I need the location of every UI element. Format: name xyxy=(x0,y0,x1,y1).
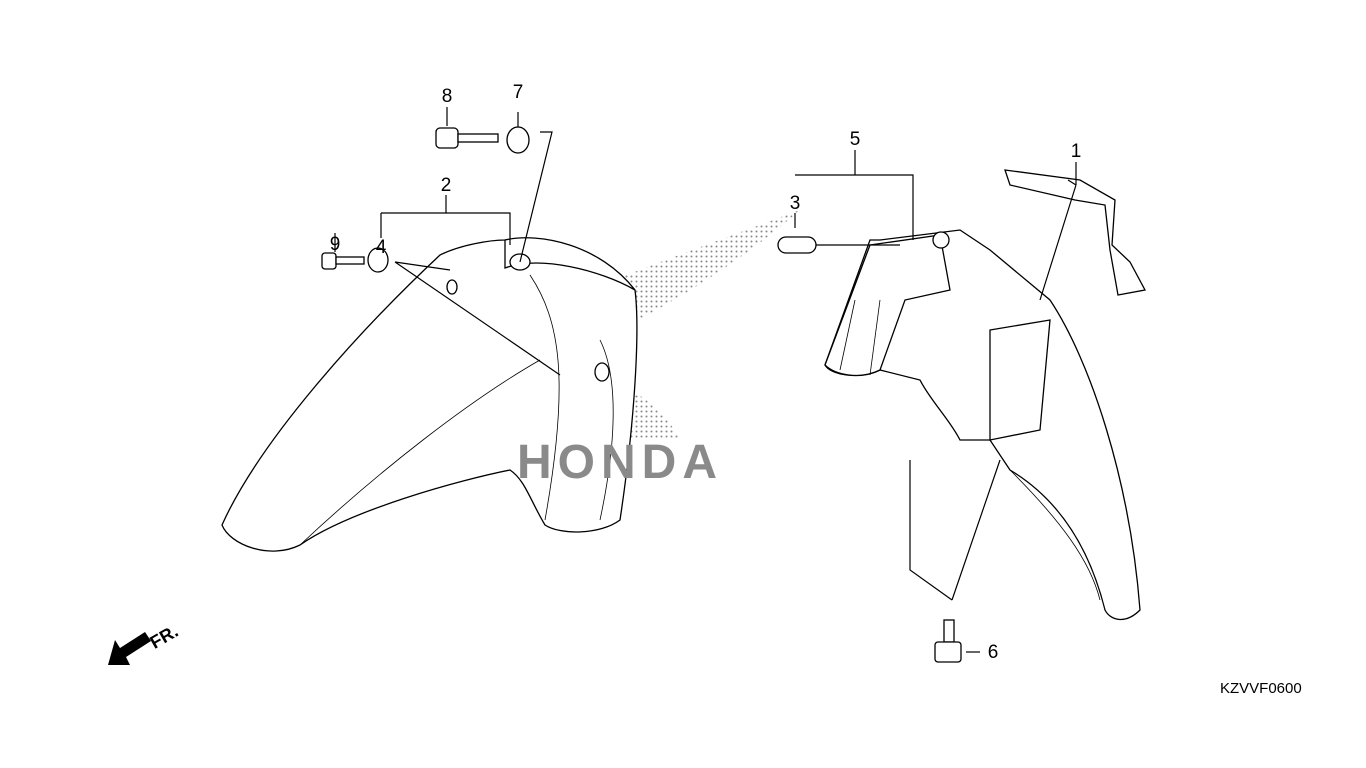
washer-7 xyxy=(506,126,530,154)
callout-3: 3 xyxy=(790,193,801,214)
callout-9: 9 xyxy=(330,234,341,255)
callout-1: 1 xyxy=(1071,141,1082,162)
collar-3 xyxy=(777,236,817,254)
diagram-code: KZVVF0600 xyxy=(1220,680,1302,697)
bolt-9 xyxy=(321,252,365,270)
bolt-8 xyxy=(435,127,499,149)
callout-4: 4 xyxy=(376,237,387,258)
watermark-text: HONDA xyxy=(517,436,723,489)
callout-5: 5 xyxy=(850,129,861,150)
leader-lines xyxy=(334,107,1077,653)
front-fender xyxy=(221,237,638,552)
front-direction-arrow-icon: FR. xyxy=(108,621,182,665)
callout-2: 2 xyxy=(441,175,452,196)
inner-fender xyxy=(824,169,1146,621)
callout-6: 6 xyxy=(988,642,999,663)
callout-7: 7 xyxy=(513,82,524,103)
bolt-6 xyxy=(934,619,962,663)
front-indicator-label: FR. xyxy=(146,621,181,653)
grommet-4 xyxy=(367,247,389,273)
callout-8: 8 xyxy=(442,86,453,107)
